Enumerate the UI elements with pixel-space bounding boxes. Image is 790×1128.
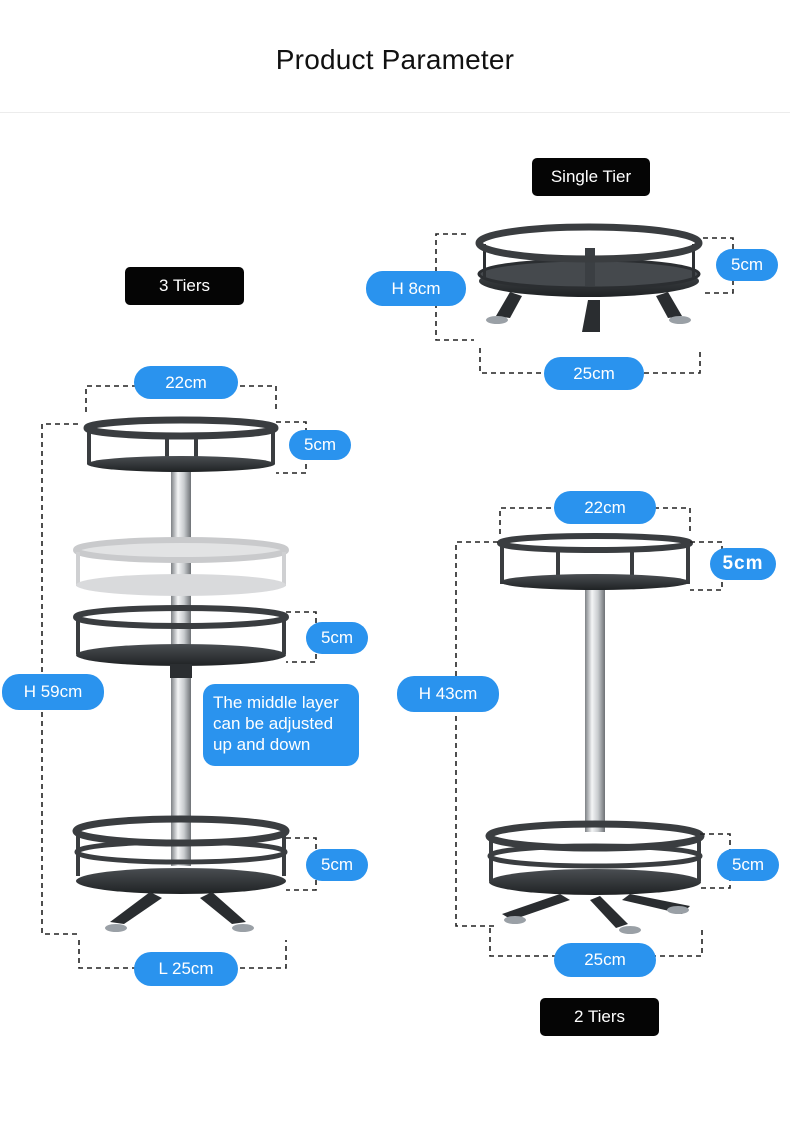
three-tiers-height-badge: H 59cm	[2, 674, 104, 710]
adjustable-middle-layer-note: The middle layer can be adjusted up and …	[203, 684, 359, 766]
note-line: up and down	[213, 735, 311, 754]
three-tiers-bottom-tier-height-badge: 5cm	[306, 849, 368, 881]
divider	[0, 112, 790, 113]
two-tiers-height-badge: H 43cm	[397, 676, 499, 712]
two-tier-rack	[455, 507, 731, 957]
two-tiers-bottom-tier-height-badge: 5cm	[717, 849, 779, 881]
two-tiers-top-diameter-badge: 22cm	[554, 491, 656, 524]
two-tiers-label: 2 Tiers	[540, 998, 659, 1036]
three-tiers-label: 3 Tiers	[125, 267, 244, 305]
note-line: can be adjusted	[213, 714, 334, 733]
note-line: The middle layer	[213, 693, 339, 712]
single-tier-diameter-badge: 25cm	[544, 357, 644, 390]
three-tiers-top-tier-height-badge: 5cm	[289, 430, 351, 460]
two-tiers-diameter-badge: 25cm	[554, 943, 656, 977]
page-title: Product Parameter	[275, 44, 515, 75]
three-tiers-length-badge: L 25cm	[134, 952, 238, 986]
single-tier-tier-height-badge: 5cm	[716, 249, 778, 281]
three-tiers-top-diameter-badge: 22cm	[134, 366, 238, 399]
two-tiers-top-tier-height-badge: 5cm	[710, 548, 776, 580]
single-tier-label: Single Tier	[532, 158, 650, 196]
three-tiers-middle-tier-height-badge: 5cm	[306, 622, 368, 654]
single-tier-rack	[435, 223, 734, 374]
single-tier-height-badge: H 8cm	[366, 271, 466, 306]
